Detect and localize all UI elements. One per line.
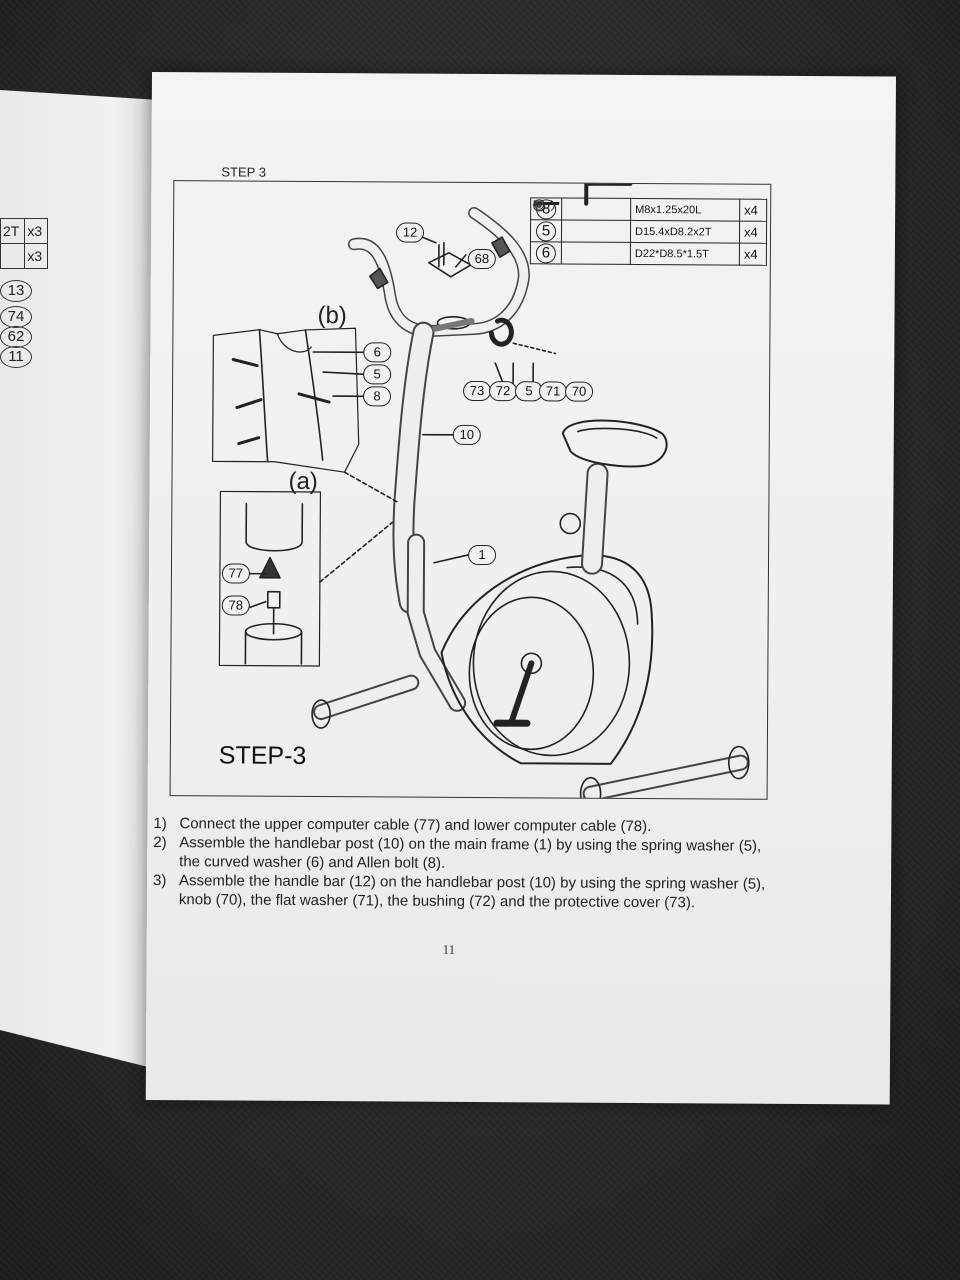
part-qty: x4 bbox=[739, 243, 767, 266]
part-spec: D15.4xD8.2x2T bbox=[630, 220, 740, 244]
callout-10: 10 bbox=[452, 424, 481, 446]
callout-78: 78 bbox=[221, 595, 250, 616]
exercise-bike-diagram bbox=[212, 181, 750, 799]
instruction-list: 1) Connect the upper computer cable (77)… bbox=[153, 814, 776, 913]
instruction-number: 3) bbox=[153, 872, 167, 890]
detail-label-a: (a) bbox=[288, 467, 318, 496]
callout-77: 77 bbox=[221, 563, 250, 584]
left-table-qty: x3 bbox=[24, 243, 48, 269]
part-qty: x4 bbox=[739, 199, 767, 222]
part-spec: D22*D8.5*1.5T bbox=[630, 242, 740, 266]
left-table-qty: x3 bbox=[24, 218, 48, 244]
callout-72: 72 bbox=[488, 381, 518, 402]
callout-8: 8 bbox=[362, 386, 392, 407]
assembly-diagram-frame: 8 M8x1.25x20L x4 5 D15.4xD8.2x2T x4 6 D2… bbox=[169, 180, 772, 800]
left-callout: 74 bbox=[0, 306, 32, 328]
instruction-text: Assemble the handle bar (12) on the hand… bbox=[178, 872, 766, 912]
step-label-big: STEP-3 bbox=[218, 741, 307, 770]
left-callout: 62 bbox=[0, 326, 32, 348]
part-number: 5 bbox=[535, 221, 557, 242]
detail-label-b: (b) bbox=[317, 302, 347, 330]
part-spec: M8x1.25x20L bbox=[630, 198, 740, 222]
callout-70: 70 bbox=[564, 381, 594, 402]
parts-table: 8 M8x1.25x20L x4 5 D15.4xD8.2x2T x4 6 D2… bbox=[530, 197, 767, 266]
instruction-number: 1) bbox=[153, 815, 167, 833]
spring-washer-icon bbox=[534, 200, 544, 210]
page-number: 11 bbox=[442, 941, 456, 957]
parts-row: 8 M8x1.25x20L x4 bbox=[530, 197, 767, 222]
left-table-spec bbox=[0, 243, 26, 269]
instruction-item: 3) Assemble the handle bar (12) on the h… bbox=[153, 871, 775, 913]
callout-1: 1 bbox=[467, 544, 497, 566]
left-callout: 11 bbox=[0, 346, 32, 368]
callout-6: 6 bbox=[363, 342, 392, 363]
instruction-item: 2) Assemble the handlebar post (10) on t… bbox=[153, 833, 775, 875]
curved-washer-icon bbox=[532, 198, 555, 211]
left-callout: 13 bbox=[0, 280, 32, 302]
callout-12: 12 bbox=[395, 222, 425, 243]
left-table-spec: 2T bbox=[0, 218, 26, 244]
instruction-text: Assemble the handlebar post (10) on the … bbox=[179, 834, 762, 872]
part-number: 6 bbox=[535, 243, 556, 264]
manual-page: STEP 3 bbox=[145, 72, 896, 1105]
instruction-text: Connect the upper computer cable (77) an… bbox=[179, 815, 652, 836]
callout-73: 73 bbox=[462, 380, 492, 402]
parts-row: 5 D15.4xD8.2x2T x4 bbox=[530, 200, 767, 244]
parts-row: 6 D22*D8.5*1.5T x4 bbox=[530, 198, 767, 266]
callout-5: 5 bbox=[363, 364, 392, 385]
callout-71: 71 bbox=[538, 381, 568, 402]
instruction-number: 2) bbox=[153, 834, 167, 852]
part-qty: x4 bbox=[739, 221, 767, 244]
callout-68: 68 bbox=[467, 248, 496, 270]
step-heading: STEP 3 bbox=[221, 164, 266, 180]
